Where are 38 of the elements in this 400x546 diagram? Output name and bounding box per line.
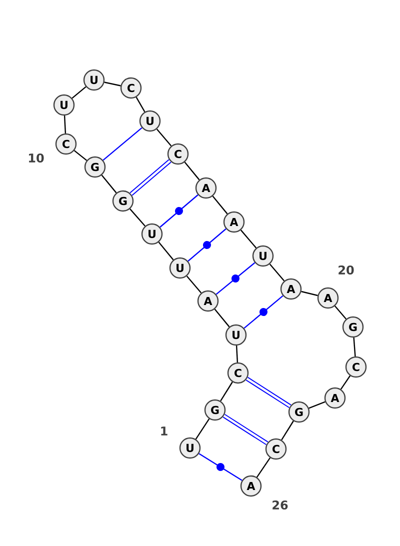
- base-pair-line: [246, 376, 292, 408]
- base-pair-line: [244, 295, 284, 329]
- backbone-line: [281, 420, 294, 440]
- base-pair-line: [188, 228, 226, 262]
- backbone-line: [156, 128, 172, 146]
- backbone-line: [256, 457, 271, 478]
- backbone-line: [308, 401, 326, 409]
- backbone-line: [240, 230, 257, 248]
- backbone-line: [334, 306, 347, 320]
- backbone-line: [301, 290, 318, 296]
- backbone-line: [72, 86, 86, 99]
- base-pair-line: [216, 262, 256, 295]
- backbone-line: [64, 116, 66, 134]
- position-number: 26: [272, 500, 288, 510]
- base-pair-line: [222, 414, 268, 446]
- base-pair-line: [160, 194, 198, 228]
- backbone-line: [353, 338, 356, 356]
- base-pair-line: [198, 453, 242, 481]
- backbone-line: [101, 174, 117, 194]
- backbone-line: [130, 208, 146, 226]
- backbone-line: [214, 308, 230, 328]
- backbone-line: [186, 276, 202, 294]
- backbone-line: [220, 382, 233, 402]
- position-number: 20: [338, 265, 354, 275]
- backbone-line: [104, 82, 121, 86]
- base-pair-line: [102, 127, 142, 161]
- backbone-line: [184, 162, 200, 180]
- backbone-line: [136, 96, 146, 112]
- backbone-line: [195, 418, 210, 440]
- base-pair-line: [130, 159, 172, 196]
- position-number: 1: [161, 426, 168, 436]
- backbone-line: [236, 346, 238, 362]
- backbone-line: [269, 264, 285, 282]
- backbone-line: [158, 242, 174, 260]
- position-number: 10: [29, 153, 44, 163]
- backbone-line: [340, 375, 351, 390]
- backbone-line: [74, 150, 88, 161]
- backbone-line: [212, 196, 228, 214]
